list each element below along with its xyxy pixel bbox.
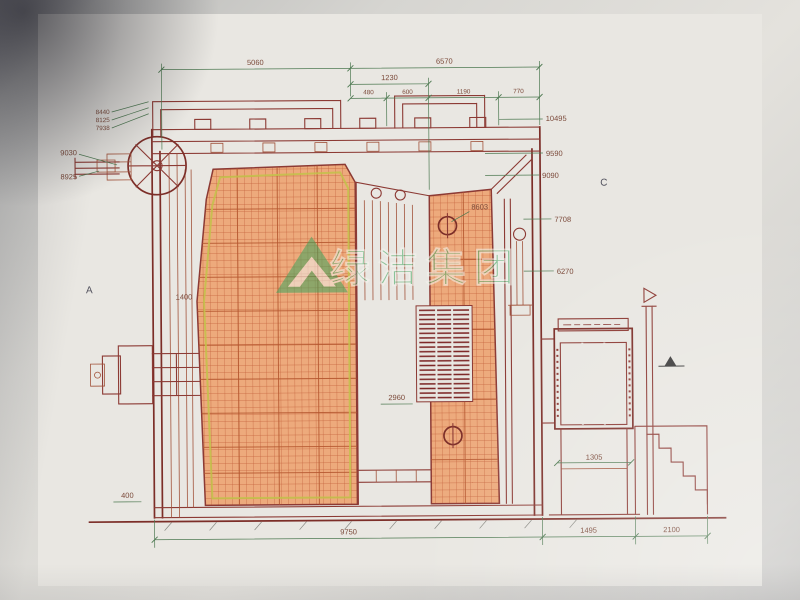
dim-top-1230: 1230 [381,73,398,82]
dim-left-9030: 9030 [60,148,77,157]
watermark-text: 绿洁集团 [330,246,522,291]
dim-top-600: 600 [402,89,413,96]
dim-mid-2960: 2960 [388,393,405,402]
dim-left-7938: 7938 [96,125,111,132]
dim-right-9090: 9090 [542,171,559,180]
dim-right-9590: 9590 [546,149,563,158]
dim-right-10495: 10495 [546,114,567,123]
dim-right-6270: 6270 [557,267,574,276]
dim-top-770: 770 [513,88,524,95]
marker-a: A [86,285,93,296]
dim-top-5060: 5060 [247,58,264,67]
dim-left-8125: 8125 [96,117,111,124]
dim-eco-1305: 1305 [586,453,603,462]
dim-bottom-1495: 1495 [580,526,597,535]
dim-bottom-9750: 9750 [340,527,357,536]
dim-left-400: 400 [121,491,134,500]
marker-c: C [600,178,607,189]
furnace-chamber [196,163,359,507]
dim-top-6570: 6570 [436,57,453,66]
dim-left-8925: 8925 [60,172,77,181]
dim-bottom-2100: 2100 [663,525,680,534]
superheater-coil [415,304,474,403]
dim-left-1400: 1400 [176,292,193,301]
dim-top-480: 480 [363,89,374,96]
dim-left-8440: 8440 [96,109,111,116]
dim-right-7708: 7708 [554,215,571,224]
dim-mid-8603: 8603 [471,202,488,211]
dim-top-1190: 1190 [457,89,471,96]
